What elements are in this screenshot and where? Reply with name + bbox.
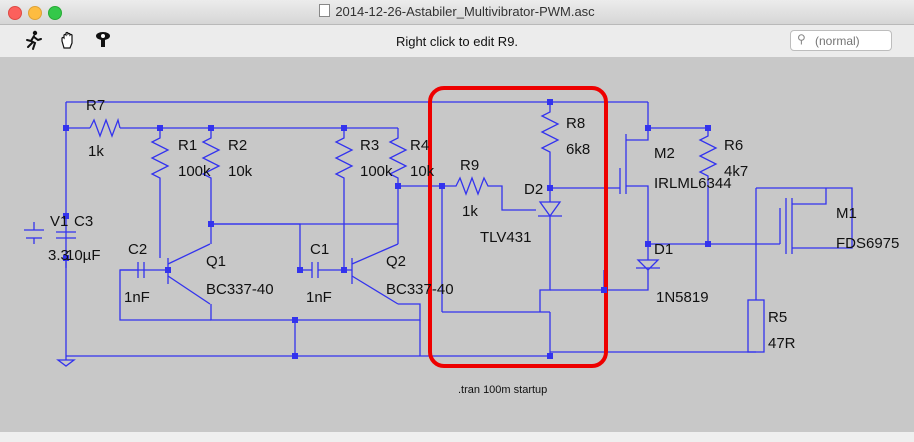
label-R1-value: 100k — [178, 163, 211, 180]
label-C1-name: C1 — [310, 241, 329, 258]
label-R2-name: R2 — [228, 137, 247, 154]
bottom-strip — [0, 432, 914, 442]
run-icon[interactable] — [22, 29, 44, 51]
label-C3-value: 10µF — [66, 247, 101, 264]
label-R2-value: 10k — [228, 163, 253, 180]
label-C1-value: 1nF — [306, 289, 332, 306]
label-Q1-name: Q1 — [206, 253, 226, 270]
label-R4-name: R4 — [410, 137, 429, 154]
label-R3-name: R3 — [360, 137, 379, 154]
label-R7-name: R7 — [86, 97, 105, 114]
label-M2-name: M2 — [654, 145, 675, 162]
label-Q2-value: BC337-40 — [386, 281, 454, 298]
label-R5-value: 47R — [768, 335, 796, 352]
zoom-button[interactable] — [48, 6, 62, 20]
selection-highlight — [428, 86, 608, 368]
label-R1-name: R1 — [178, 137, 197, 154]
junctions — [63, 99, 711, 359]
search-icon: ⚲ — [797, 32, 806, 46]
toolbar: Right click to edit R9. ⚲ — [0, 25, 914, 58]
label-R8-name: R8 — [566, 115, 585, 132]
label-D1-name: D1 — [654, 241, 673, 258]
label-R3-value: 100k — [360, 163, 393, 180]
component-labels: R7 1k R1 100k R2 10k R3 100k R4 10k R9 1… — [48, 97, 899, 396]
window-title: 2014-12-26-Astabiler_Multivibrator-PWM.a… — [335, 4, 595, 19]
schematic-canvas[interactable]: R7 1k R1 100k R2 10k R3 100k R4 10k R9 1… — [0, 58, 914, 432]
label-R9-value: 1k — [462, 203, 478, 220]
label-R8-value: 6k8 — [566, 141, 590, 158]
label-R6-value: 4k7 — [724, 163, 748, 180]
status-text: Right click to edit R9. — [395, 34, 519, 49]
wires — [24, 101, 853, 367]
halt-hand-icon[interactable] — [57, 29, 79, 51]
label-R5-name: R5 — [768, 309, 787, 326]
title-bar: 2014-12-26-Astabiler_Multivibrator-PWM.a… — [0, 0, 914, 25]
search-field[interactable]: ⚲ — [790, 30, 892, 51]
minimize-button[interactable] — [28, 6, 42, 20]
document-icon — [319, 4, 331, 17]
label-D1-value: 1N5819 — [656, 289, 709, 306]
label-C3-name: C3 — [74, 213, 93, 230]
label-Q1-value: BC337-40 — [206, 281, 274, 298]
label-D2-name: D2 — [524, 181, 543, 198]
spice-directive: .tran 100m startup — [458, 384, 547, 396]
label-R7-value: 1k — [88, 143, 104, 160]
label-V1-name: V1 — [50, 213, 68, 230]
label-V1-value: 3.3 — [48, 247, 69, 264]
label-M1-name: M1 — [836, 205, 857, 222]
label-D2-value: TLV431 — [480, 229, 531, 246]
close-button[interactable] — [8, 6, 22, 20]
label-R6-name: R6 — [724, 137, 743, 154]
label-C2-value: 1nF — [124, 289, 150, 306]
label-R9-name: R9 — [460, 157, 479, 174]
label-C2-name: C2 — [128, 241, 147, 258]
label-M1-value: FDS6975 — [836, 235, 899, 252]
probe-icon[interactable] — [92, 29, 114, 51]
label-Q2-name: Q2 — [386, 253, 406, 270]
label-R4-value: 10k — [410, 163, 435, 180]
label-M2-value: IRLML6344 — [654, 175, 732, 192]
search-input[interactable] — [813, 32, 891, 49]
schematic-svg[interactable]: R7 1k R1 100k R2 10k R3 100k R4 10k R9 1… — [0, 58, 914, 432]
